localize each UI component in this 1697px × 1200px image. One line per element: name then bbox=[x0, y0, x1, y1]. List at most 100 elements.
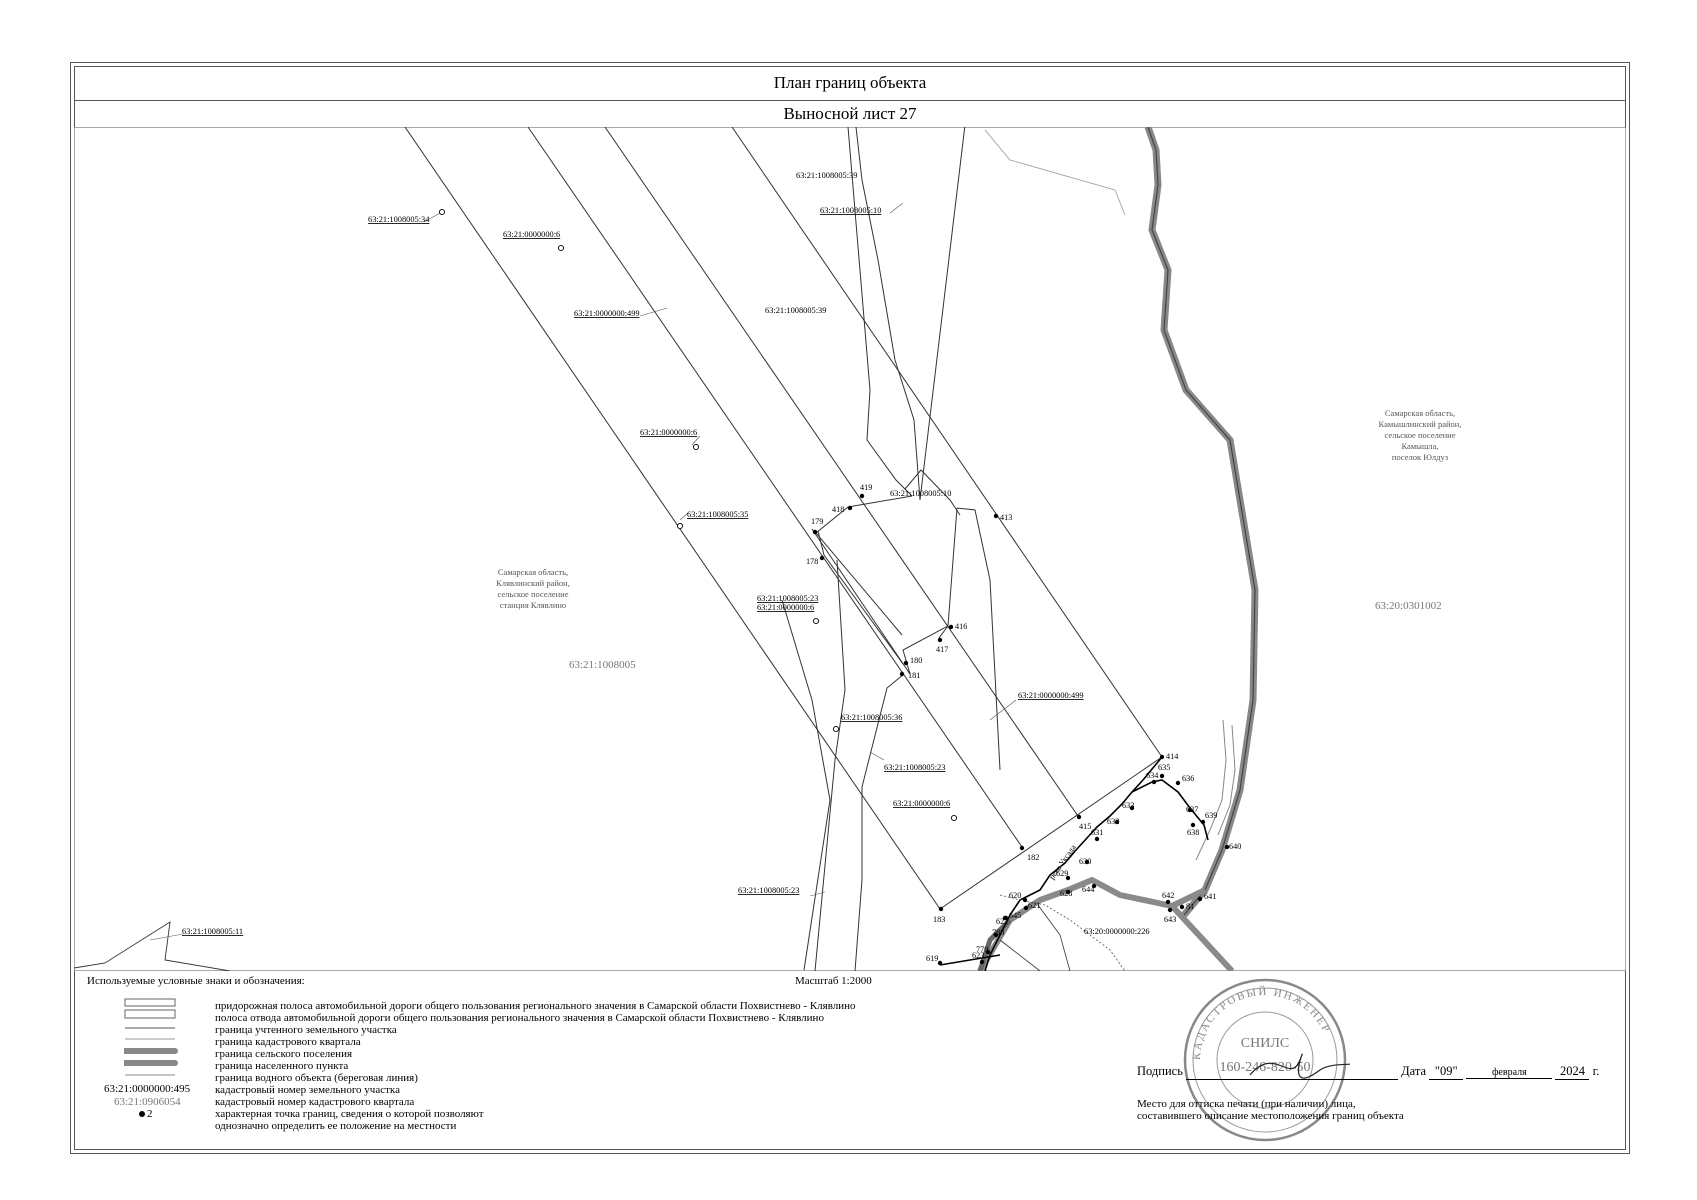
boundary-point-label: 635 bbox=[1158, 763, 1170, 772]
legend-item: граница сельского поселения bbox=[215, 1048, 353, 1060]
boundary-point-marker bbox=[1129, 805, 1135, 811]
boundary-point-label: 621 bbox=[1028, 901, 1040, 910]
boundary-point-marker bbox=[1175, 780, 1181, 786]
boundary-point-marker bbox=[847, 505, 853, 511]
boundary-point-marker bbox=[1159, 754, 1165, 760]
legend-item: кадастровый номер кадастрового квартала bbox=[215, 1096, 415, 1108]
legend-symbols bbox=[124, 998, 178, 1076]
settlement-label: Камышла, bbox=[1401, 441, 1438, 451]
boundary-point-label: 418 bbox=[832, 505, 844, 514]
quarter-label: 63:20:0301002 bbox=[1375, 600, 1442, 612]
boundary-point-marker bbox=[819, 555, 825, 561]
parcel-label: 63:21:1008005:23 bbox=[884, 763, 945, 772]
boundary-point-marker bbox=[1179, 904, 1185, 910]
boundary-point-label: 419 bbox=[860, 483, 872, 492]
boundary-point-marker bbox=[985, 949, 991, 955]
boundary-point-marker bbox=[993, 513, 999, 519]
boundary-point-label: 622 bbox=[996, 917, 1008, 926]
boundary-point-marker bbox=[899, 671, 905, 677]
boundary-point-label: 179 bbox=[811, 517, 823, 526]
legend-sample-point: 2 bbox=[139, 1108, 153, 1120]
parcel-label: 63:21:0000000:6 bbox=[757, 603, 814, 612]
parcel-label: 63:21:0000000:6 bbox=[503, 230, 560, 239]
boundary-point-marker bbox=[1151, 779, 1157, 785]
boundary-point-label: 631 bbox=[1091, 828, 1103, 837]
settlement-label: Самарская область, bbox=[498, 567, 568, 577]
settlement-label: сельское поселение bbox=[497, 589, 568, 599]
boundary-point-marker bbox=[1200, 819, 1206, 825]
boundary-point-marker bbox=[1197, 896, 1203, 902]
boundary-point-marker bbox=[1065, 875, 1071, 881]
stamp-caption: составившего описание местоположения гра… bbox=[1137, 1110, 1404, 1122]
parcel-label: 63:21:1008005:11 bbox=[182, 927, 243, 936]
boundary-point-marker bbox=[1023, 905, 1029, 911]
settlement-label: станция Клявлино bbox=[500, 600, 566, 610]
boundary-point-label: 643 bbox=[1164, 915, 1176, 924]
boundary-point-label: 181 bbox=[908, 671, 920, 680]
settlement-label: поселок Юлдуз bbox=[1392, 452, 1449, 462]
boundary-point-marker bbox=[1065, 889, 1071, 895]
boundary-point-marker bbox=[1091, 883, 1097, 889]
parcel-label: 63:21:1008005:10 bbox=[890, 489, 951, 498]
boundary-point-marker bbox=[1019, 845, 1025, 851]
boundary-point-label: 645 bbox=[1009, 911, 1021, 920]
boundary-point-marker bbox=[937, 637, 943, 643]
date-year: 2024 bbox=[1555, 1064, 1590, 1080]
boundary-point-marker bbox=[1224, 844, 1230, 850]
boundary-point-marker bbox=[1002, 915, 1008, 921]
parcel-label: 63:21:1008005:36 bbox=[841, 713, 902, 722]
boundary-point-label: 416 bbox=[955, 622, 967, 631]
parcel-label: 63:21:1008005:39 bbox=[765, 306, 826, 315]
boundary-point-marker bbox=[1022, 897, 1028, 903]
legend-item: граница водного объекта (береговая линия… bbox=[215, 1072, 418, 1084]
map-area: 63:21:1008005:34 63:21:0000000:6 63:21:1… bbox=[74, 127, 1626, 971]
settlement-label: Клявлинский район, bbox=[496, 578, 570, 588]
boundary-point-label: 628 bbox=[1060, 889, 1072, 898]
legend-item: граница населенного пункта bbox=[215, 1060, 349, 1072]
legend-item: граница учтенного земельного участка bbox=[215, 1024, 397, 1036]
settlement-label: сельское поселение bbox=[1384, 430, 1455, 440]
boundary-point-marker bbox=[1187, 807, 1193, 813]
boundary-point-marker bbox=[859, 493, 865, 499]
stamp-snils-number: 160-246-820-50 bbox=[1220, 1060, 1311, 1075]
legend-item: граница кадастрового квартала bbox=[215, 1036, 361, 1048]
date-year-suffix: г. bbox=[1592, 1064, 1600, 1078]
parcel-label: 63:21:1008005:23 bbox=[757, 594, 818, 603]
stamp-caption: Место для оттиска печати (при наличии) л… bbox=[1137, 1098, 1356, 1110]
boundary-point-label: 779 bbox=[976, 945, 988, 954]
boundary-point-label: 780 bbox=[992, 928, 1004, 937]
boundary-point-marker bbox=[903, 660, 909, 666]
boundary-point-label: 638 bbox=[1187, 828, 1199, 837]
boundary-point-label: 415 bbox=[1079, 822, 1091, 831]
boundary-point-label: 640 bbox=[1229, 842, 1241, 851]
boundary-point-marker bbox=[1190, 822, 1196, 828]
boundary-point-label: 644 bbox=[1082, 885, 1094, 894]
boundary-point-label: 637 bbox=[1186, 805, 1198, 814]
parcel-label: 63:21:1008005:35 bbox=[687, 510, 748, 519]
boundary-point-marker bbox=[993, 932, 999, 938]
legend-item: полоса отвода автомобильной дороги общег… bbox=[215, 1012, 824, 1024]
boundary-point-label: 632 bbox=[1107, 817, 1119, 826]
parcel-label: 63:21:1008005:10 bbox=[820, 206, 881, 215]
boundary-point-marker bbox=[1167, 907, 1173, 913]
signature-field bbox=[1186, 1064, 1399, 1080]
boundary-point-label: 641 bbox=[1204, 892, 1216, 901]
boundary-point-label: 639 bbox=[1205, 811, 1217, 820]
boundary-point-marker bbox=[938, 906, 944, 912]
settlement-label: Самарская область, bbox=[1385, 408, 1455, 418]
date-label: Дата bbox=[1401, 1064, 1427, 1078]
boundary-point-label: 180 bbox=[910, 656, 922, 665]
stamp-snils-label: СНИЛС bbox=[1241, 1036, 1289, 1051]
boundary-point-marker bbox=[812, 529, 818, 535]
parcel-label: 63:21:0000000:6 bbox=[893, 799, 950, 808]
sheet-title: Выносной лист 27 bbox=[74, 100, 1626, 128]
signature-line: Подпись Дата "09" февраля 2024 г. bbox=[1137, 1064, 1599, 1080]
boundary-point-label: 182 bbox=[1027, 853, 1039, 862]
signature-label: Подпись bbox=[1137, 1064, 1183, 1078]
parcel-label: 63:21:0000000:6 bbox=[640, 428, 697, 437]
boundary-point-label: 630 bbox=[1079, 857, 1091, 866]
legend-item: характерная точка границ, сведения о кот… bbox=[215, 1108, 484, 1120]
boundary-point-marker bbox=[1076, 814, 1082, 820]
parcel-label: 63:21:1008005:23 bbox=[738, 886, 799, 895]
boundary-points: 4194184131791784164171801814144151821836… bbox=[806, 483, 1241, 966]
